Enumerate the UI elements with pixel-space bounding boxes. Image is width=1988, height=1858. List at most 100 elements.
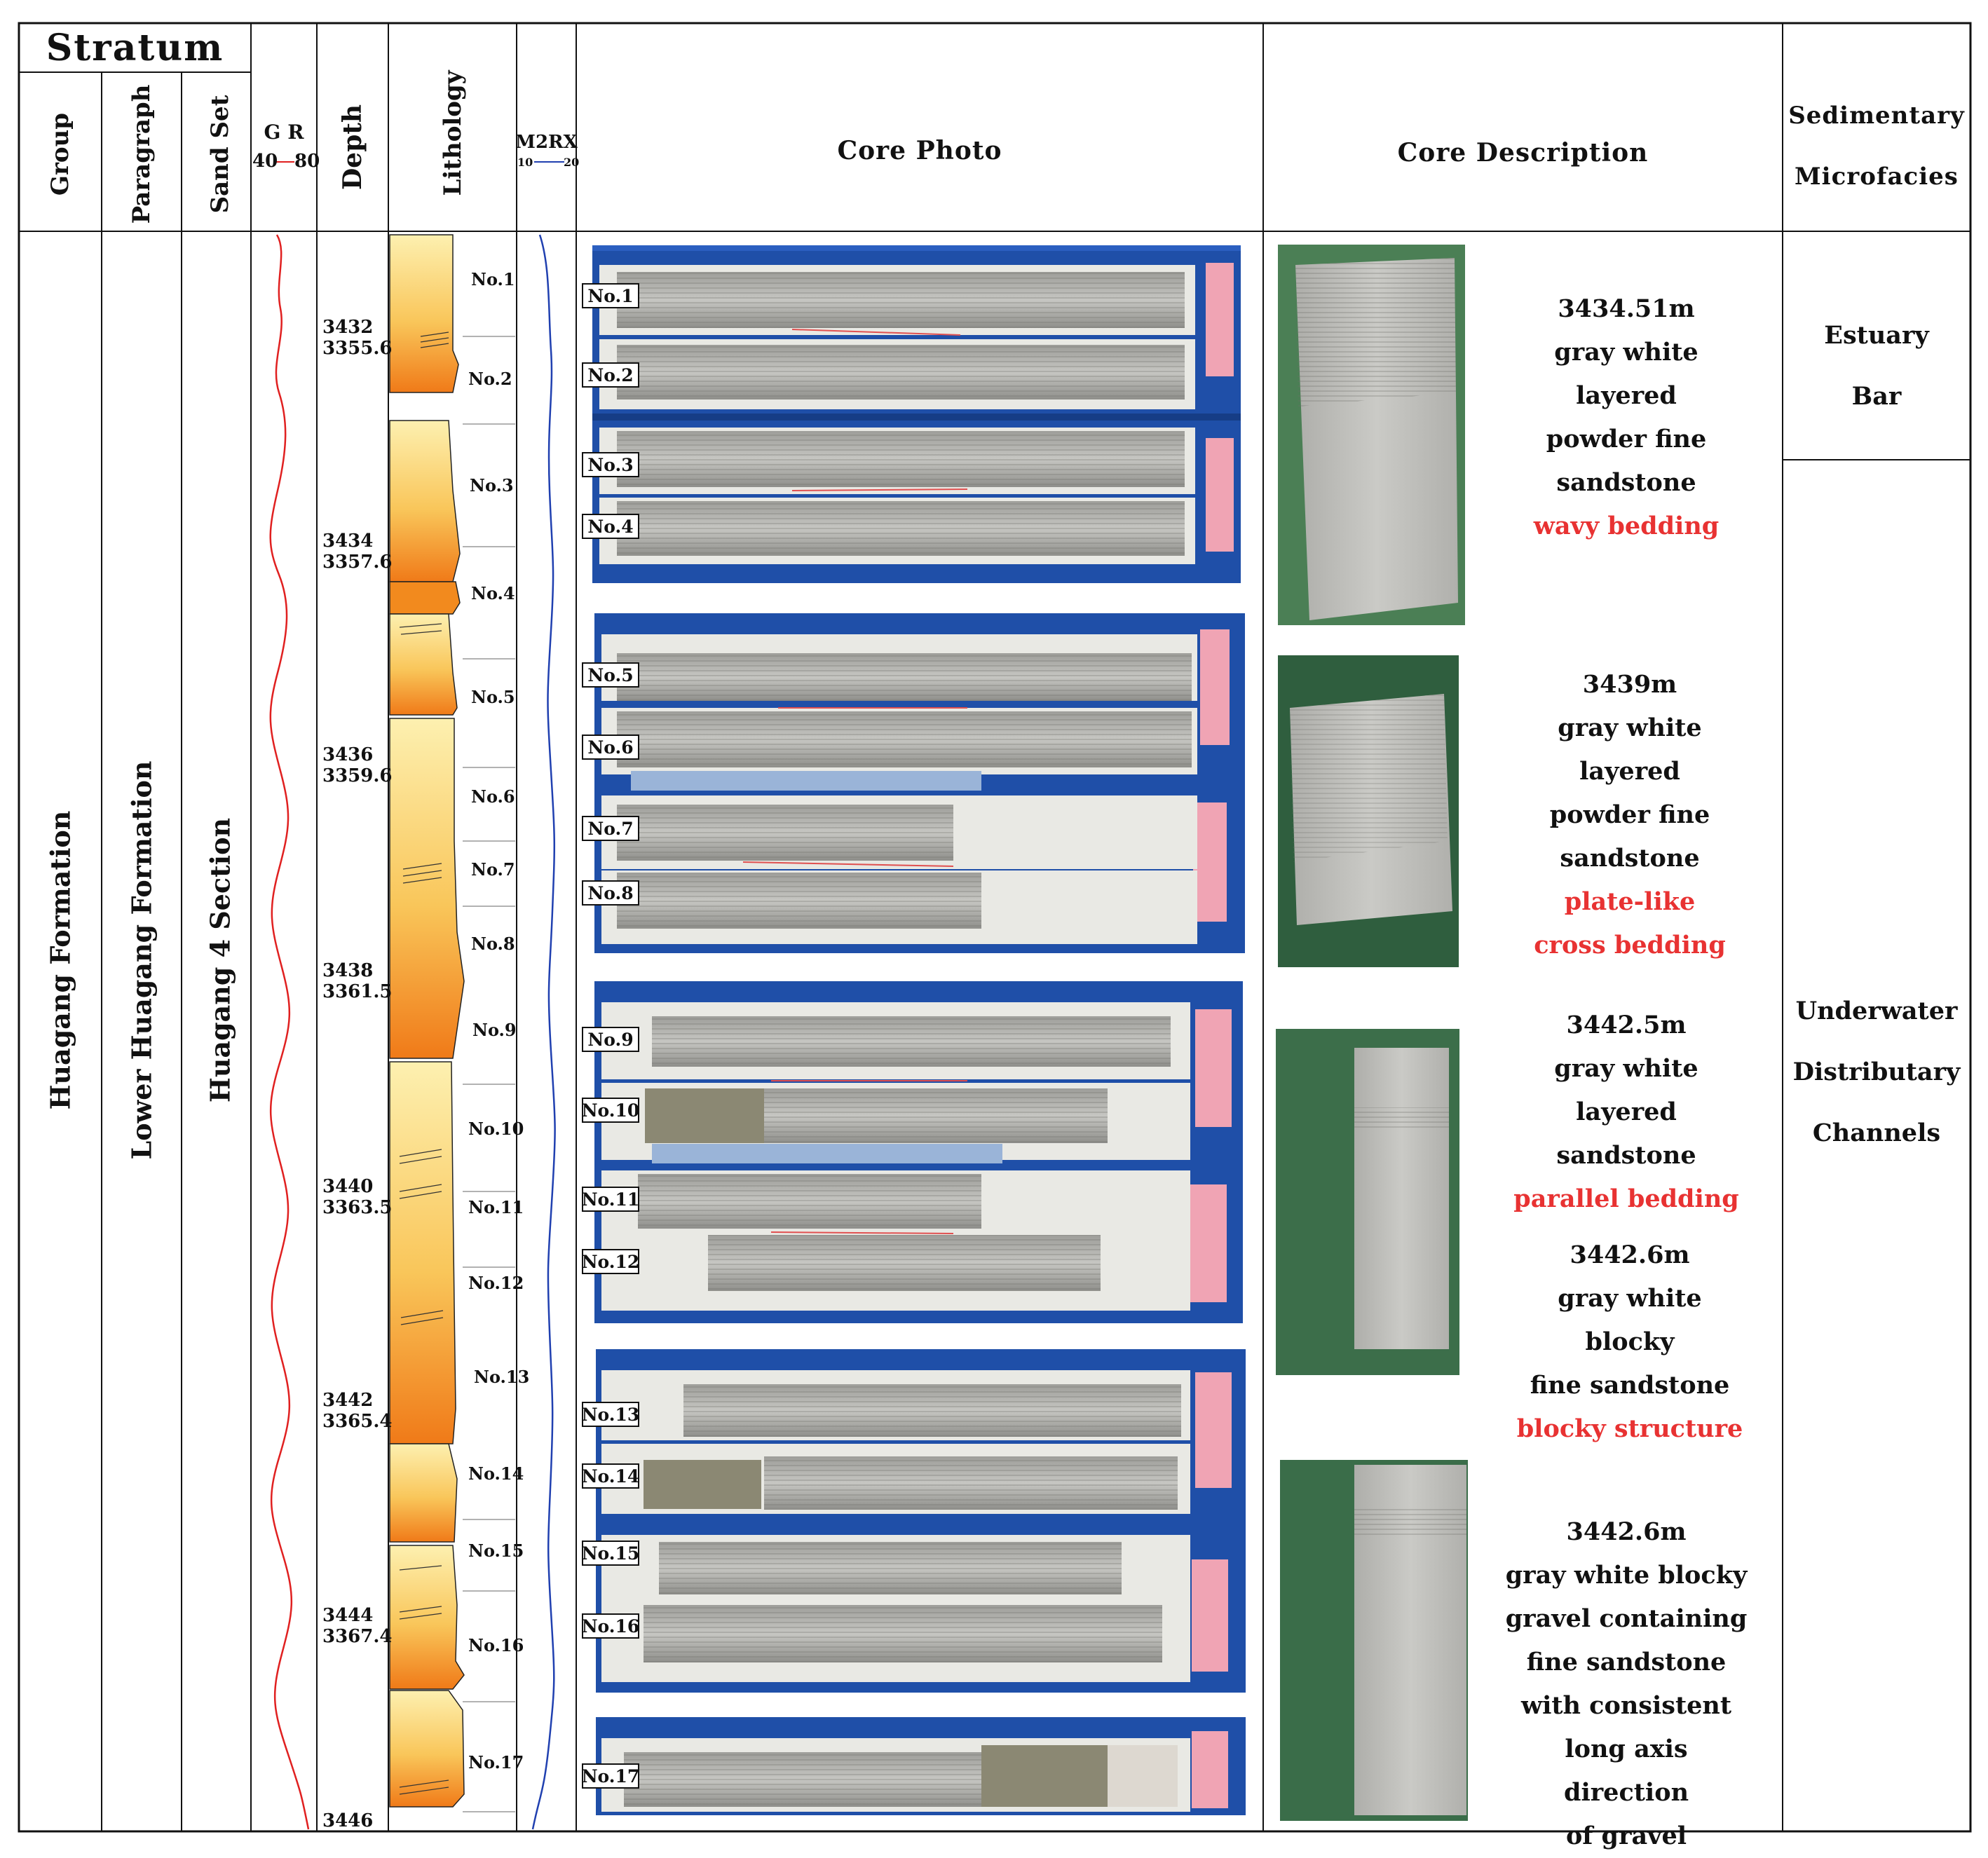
core-description-block: 3442.5m gray white layered sandstone paralle… — [1500, 1004, 1752, 1221]
description-structure: plate-like — [1564, 887, 1696, 916]
header-depth: Depth — [338, 104, 367, 191]
core-number-tag: No.3 — [582, 452, 639, 477]
microfacies-bar: Bar — [1851, 381, 1902, 411]
m2rx-curve — [531, 234, 556, 1830]
depth-md: 3440 — [322, 1176, 374, 1197]
paragraph-lower-huagang: Lower Huagang Formation — [125, 760, 158, 1160]
gr-min: 40 — [252, 151, 278, 172]
lithology-label: No.10 — [468, 1119, 524, 1139]
description-line: layered — [1576, 1098, 1677, 1126]
header-m2rx: M2RX — [515, 132, 578, 153]
lithology-label: No.1 — [471, 269, 515, 289]
depth-md: 3438 — [322, 960, 374, 981]
lithology-label: No.11 — [468, 1197, 524, 1217]
lithology-label: No.4 — [471, 583, 515, 603]
microfacies-underwater: Underwater — [1795, 996, 1958, 1025]
description-line: powder fine — [1546, 425, 1707, 453]
description-line: 3442.6m — [1570, 1241, 1690, 1269]
header-sand-set: Sand Set — [206, 95, 234, 214]
gr-curve — [269, 234, 310, 1830]
lithology-label: No.8 — [471, 934, 515, 954]
gr-max: 80 — [294, 151, 320, 172]
depth-md: 3446 — [322, 1810, 374, 1831]
core-number-tag: No.17 — [582, 1763, 639, 1789]
lithology-label: No.16 — [468, 1635, 524, 1655]
description-line: gray white — [1554, 1054, 1698, 1083]
description-structure: blocky structure — [1516, 1414, 1743, 1443]
description-line: sandstone — [1556, 1141, 1696, 1170]
depth-tvd: 3363.5 — [322, 1197, 393, 1218]
header-microfacies-1: Sedimentary — [1788, 102, 1965, 130]
description-line: powder fine — [1549, 800, 1710, 829]
m2rx-min: 10 — [517, 156, 533, 169]
lithology-label: No.15 — [468, 1541, 524, 1561]
header-group: Group — [46, 112, 74, 196]
header-gr: G R — [264, 120, 304, 144]
description-line: gray white — [1558, 713, 1702, 742]
group-huagang-formation: Huagang Formation — [44, 810, 76, 1110]
depth-tvd: 3355.6 — [322, 338, 393, 359]
description-line: of gravel — [1565, 1822, 1687, 1850]
table-grid — [18, 22, 1972, 1833]
core-number-tag: No.14 — [582, 1463, 639, 1489]
depth-md: 3434 — [322, 531, 374, 552]
microfacies-distributary: Distributary — [1792, 1057, 1961, 1086]
depth-tvd: 3361.5 — [322, 981, 393, 1002]
description-structure: parallel bedding — [1513, 1184, 1739, 1213]
core-number-tag: No.12 — [582, 1249, 639, 1274]
description-line: gray white — [1558, 1284, 1702, 1313]
description-line: long axis direction — [1563, 1735, 1689, 1807]
header-microfacies-2: Microfacies — [1795, 163, 1959, 191]
core-description-block: 3442.6m gray white blocky fine sandstone blo… — [1500, 1234, 1759, 1451]
header-lithology: Lithology — [439, 70, 467, 196]
description-line: with consistent — [1520, 1691, 1732, 1720]
description-line: 3442.6m — [1566, 1517, 1687, 1546]
core-slab-photos — [1276, 245, 1468, 1821]
description-line: 3442.5m — [1566, 1011, 1687, 1039]
depth-md: 3432 — [322, 317, 374, 338]
header-core-description: Core Description — [1397, 137, 1649, 168]
description-line: blocky — [1585, 1327, 1675, 1356]
core-number-tag: No.6 — [582, 735, 639, 760]
core-number-tag: No.10 — [582, 1098, 639, 1123]
description-line: layered — [1576, 381, 1677, 410]
lithology-label: No.13 — [474, 1367, 530, 1387]
core-number-tag: No.4 — [582, 514, 639, 539]
lithology-label: No.5 — [471, 687, 515, 707]
core-number-tag: No.15 — [582, 1541, 639, 1566]
core-number-tag: No.9 — [582, 1027, 639, 1052]
core-number-tag: No.16 — [582, 1613, 639, 1639]
description-line: layered — [1579, 757, 1680, 786]
core-number-tag: No.7 — [582, 816, 639, 841]
depth-md: 3444 — [322, 1605, 374, 1626]
core-number-tag: No.11 — [582, 1187, 639, 1212]
depth-tvd: 3359.6 — [322, 765, 393, 786]
sand-set-huagang-4: Huagang 4 Section — [204, 817, 236, 1103]
lithology-label: No.9 — [472, 1020, 517, 1040]
microfacies-estuary: Estuary — [1824, 320, 1929, 350]
depth-tvd: 3357.6 — [322, 552, 393, 573]
lithology-label: No.7 — [471, 859, 515, 880]
depth-tvd: 3367.4 — [322, 1626, 393, 1647]
core-number-tag: No.13 — [582, 1402, 639, 1427]
description-line: fine sandstone — [1526, 1648, 1727, 1676]
header-stratum: Stratum — [46, 26, 224, 69]
description-line: fine sandstone — [1530, 1371, 1730, 1400]
header-paragraph: Paragraph — [128, 84, 156, 224]
depth-tvd: 3365.4 — [322, 1411, 393, 1432]
depth-mark: 3446 — [322, 1810, 373, 1831]
lithology-label: No.3 — [470, 475, 514, 496]
core-number-tag: No.8 — [582, 880, 639, 906]
m2rx-max: 20 — [564, 156, 580, 169]
description-line: 3434.51m — [1558, 294, 1695, 323]
